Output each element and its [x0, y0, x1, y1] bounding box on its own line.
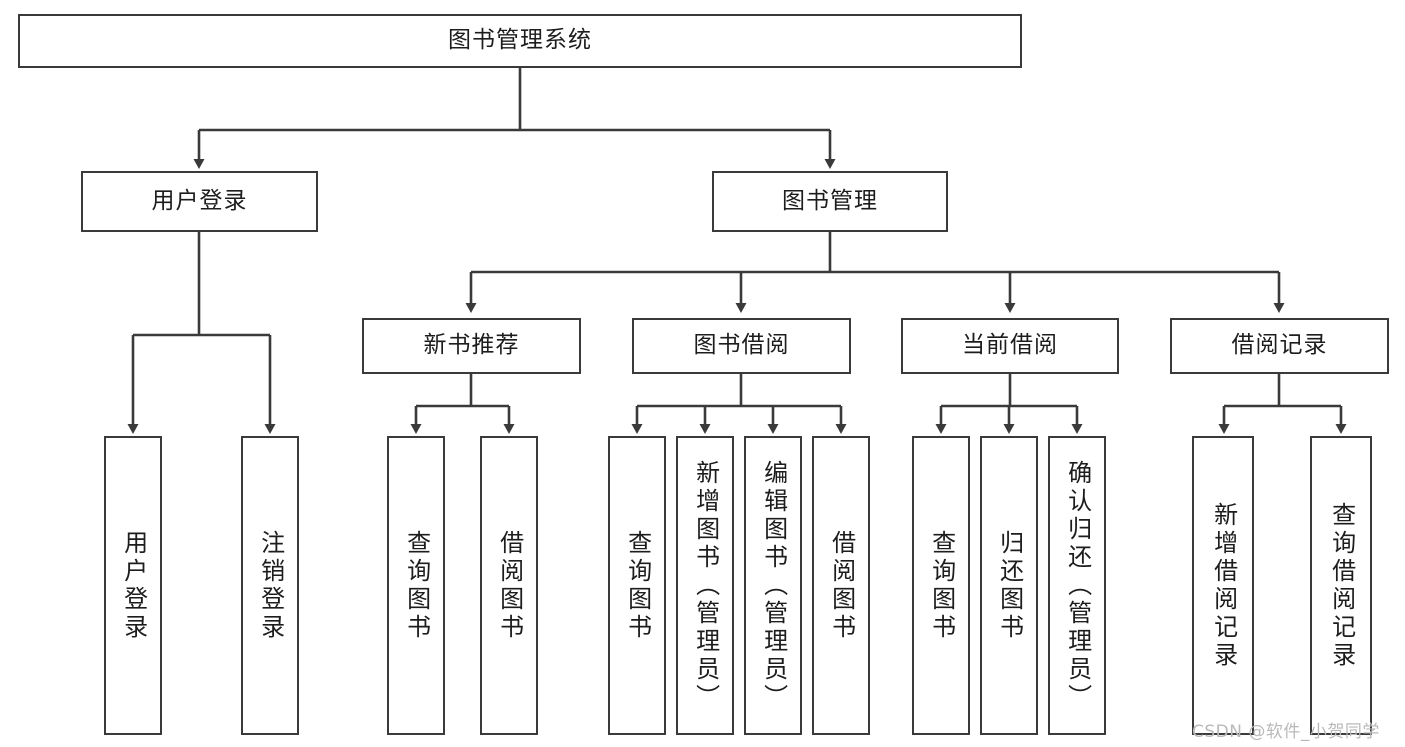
node-label: 归还图书 — [995, 529, 1024, 642]
node-current-borrow[interactable]: 当前借阅 — [901, 318, 1119, 374]
node-root-book-management-system[interactable]: 图书管理系统 — [18, 14, 1022, 68]
node-user-login[interactable]: 用户登录 — [81, 171, 318, 232]
node-label: 查询借阅记录 — [1327, 501, 1356, 670]
node-label: 借阅图书 — [495, 529, 524, 642]
node-label: 确认归还（管理员） — [1063, 459, 1092, 712]
node-label: 用户登录 — [119, 529, 148, 642]
node-borrow-record[interactable]: 借阅记录 — [1170, 318, 1389, 374]
leaf-book-borrow-borrow-book[interactable]: 借阅图书 — [812, 436, 870, 735]
node-label: 图书管理系统 — [448, 27, 592, 54]
node-label: 查询图书 — [402, 529, 431, 642]
leaf-borrow-record-add-record[interactable]: 新增借阅记录 — [1192, 436, 1254, 735]
node-label: 用户登录 — [151, 187, 248, 214]
leaf-new-book-borrow-book[interactable]: 借阅图书 — [480, 436, 538, 735]
leaf-book-borrow-edit-book-admin[interactable]: 编辑图书（管理员） — [744, 436, 802, 735]
node-label: 图书借阅 — [693, 332, 790, 359]
node-label: 编辑图书（管理员） — [759, 459, 788, 712]
node-label: 新增图书（管理员） — [691, 459, 720, 712]
leaf-borrow-record-query-record[interactable]: 查询借阅记录 — [1310, 436, 1372, 735]
node-label: 新增借阅记录 — [1209, 501, 1238, 670]
node-label: 查询图书 — [927, 529, 956, 642]
leaf-book-borrow-query-book[interactable]: 查询图书 — [608, 436, 666, 735]
node-label: 图书管理 — [782, 187, 878, 214]
node-new-book-recommend[interactable]: 新书推荐 — [362, 318, 581, 374]
node-label: 新书推荐 — [423, 332, 520, 359]
node-label: 查询图书 — [623, 529, 652, 642]
leaf-current-borrow-query-book[interactable]: 查询图书 — [912, 436, 970, 735]
node-book-borrow[interactable]: 图书借阅 — [632, 318, 851, 374]
node-label: 注销登录 — [256, 529, 285, 642]
leaf-user-login-login[interactable]: 用户登录 — [104, 436, 162, 735]
leaf-new-book-query-book[interactable]: 查询图书 — [387, 436, 445, 735]
node-label: 借阅图书 — [827, 529, 856, 642]
leaf-book-borrow-add-book-admin[interactable]: 新增图书（管理员） — [676, 436, 734, 735]
leaf-user-login-logout[interactable]: 注销登录 — [241, 436, 299, 735]
node-book-management[interactable]: 图书管理 — [712, 171, 948, 232]
watermark-csdn: CSDN @软件_小贺同学 — [1192, 722, 1380, 742]
leaf-current-borrow-confirm-return-admin[interactable]: 确认归还（管理员） — [1048, 436, 1106, 735]
node-label: 当前借阅 — [962, 332, 1058, 359]
node-label: 借阅记录 — [1231, 332, 1328, 359]
leaf-current-borrow-return-book[interactable]: 归还图书 — [980, 436, 1038, 735]
